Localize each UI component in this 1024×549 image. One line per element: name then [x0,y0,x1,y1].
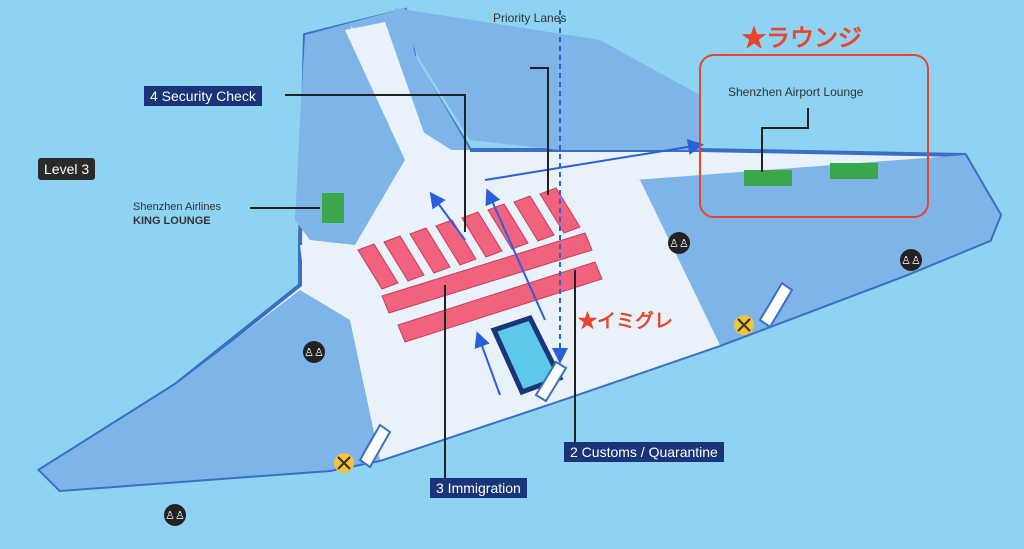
restroom-icon: ♙♙ [164,504,186,526]
svg-text:♙♙: ♙♙ [669,237,689,250]
airport-lounge-marker-1 [744,170,792,186]
restroom-icon: ♙♙ [303,341,325,363]
no-entry-icon [334,453,354,473]
airlines-lounge-line1: Shenzhen Airlines [133,201,222,213]
lounge-callout-label: ★ラウンジ [742,25,862,52]
level-label: Level 3 [38,158,96,180]
east-pier [635,155,1000,345]
svg-text:♙♙: ♙♙ [304,346,324,359]
west-wing [295,25,405,245]
west-pier [40,290,380,490]
lounge-callout-frame [699,54,929,218]
airport-lounge-marker-2 [830,163,878,179]
immigration-label: 3 Immigration [430,478,527,498]
north-pier [305,8,470,162]
king-lounge-marker [322,193,344,223]
airlines-lounge-line2: KING LOUNGE [133,215,211,227]
svg-text:♙♙: ♙♙ [165,509,185,522]
no-entry-icon [734,315,754,335]
priority-lanes-label: Priority Lanes [493,11,567,25]
leader-lines [250,67,809,480]
restroom-icon: ♙♙ [668,232,690,254]
security-check-label: 4 Security Check [144,86,262,106]
arrow-icon [429,139,704,396]
restroom-icon: ♙♙ [900,249,922,271]
escalator-icon [758,281,794,329]
customs-label: 2 Customs / Quarantine [564,442,724,462]
escalator-icon [358,423,392,469]
airport-lounge-label: Shenzhen Airport Lounge [728,85,864,99]
svg-text:♙♙: ♙♙ [901,254,921,267]
escalator-icon [534,360,568,403]
security-counters [357,187,581,290]
immigration-callout-label: ★イミグレ [578,311,674,332]
